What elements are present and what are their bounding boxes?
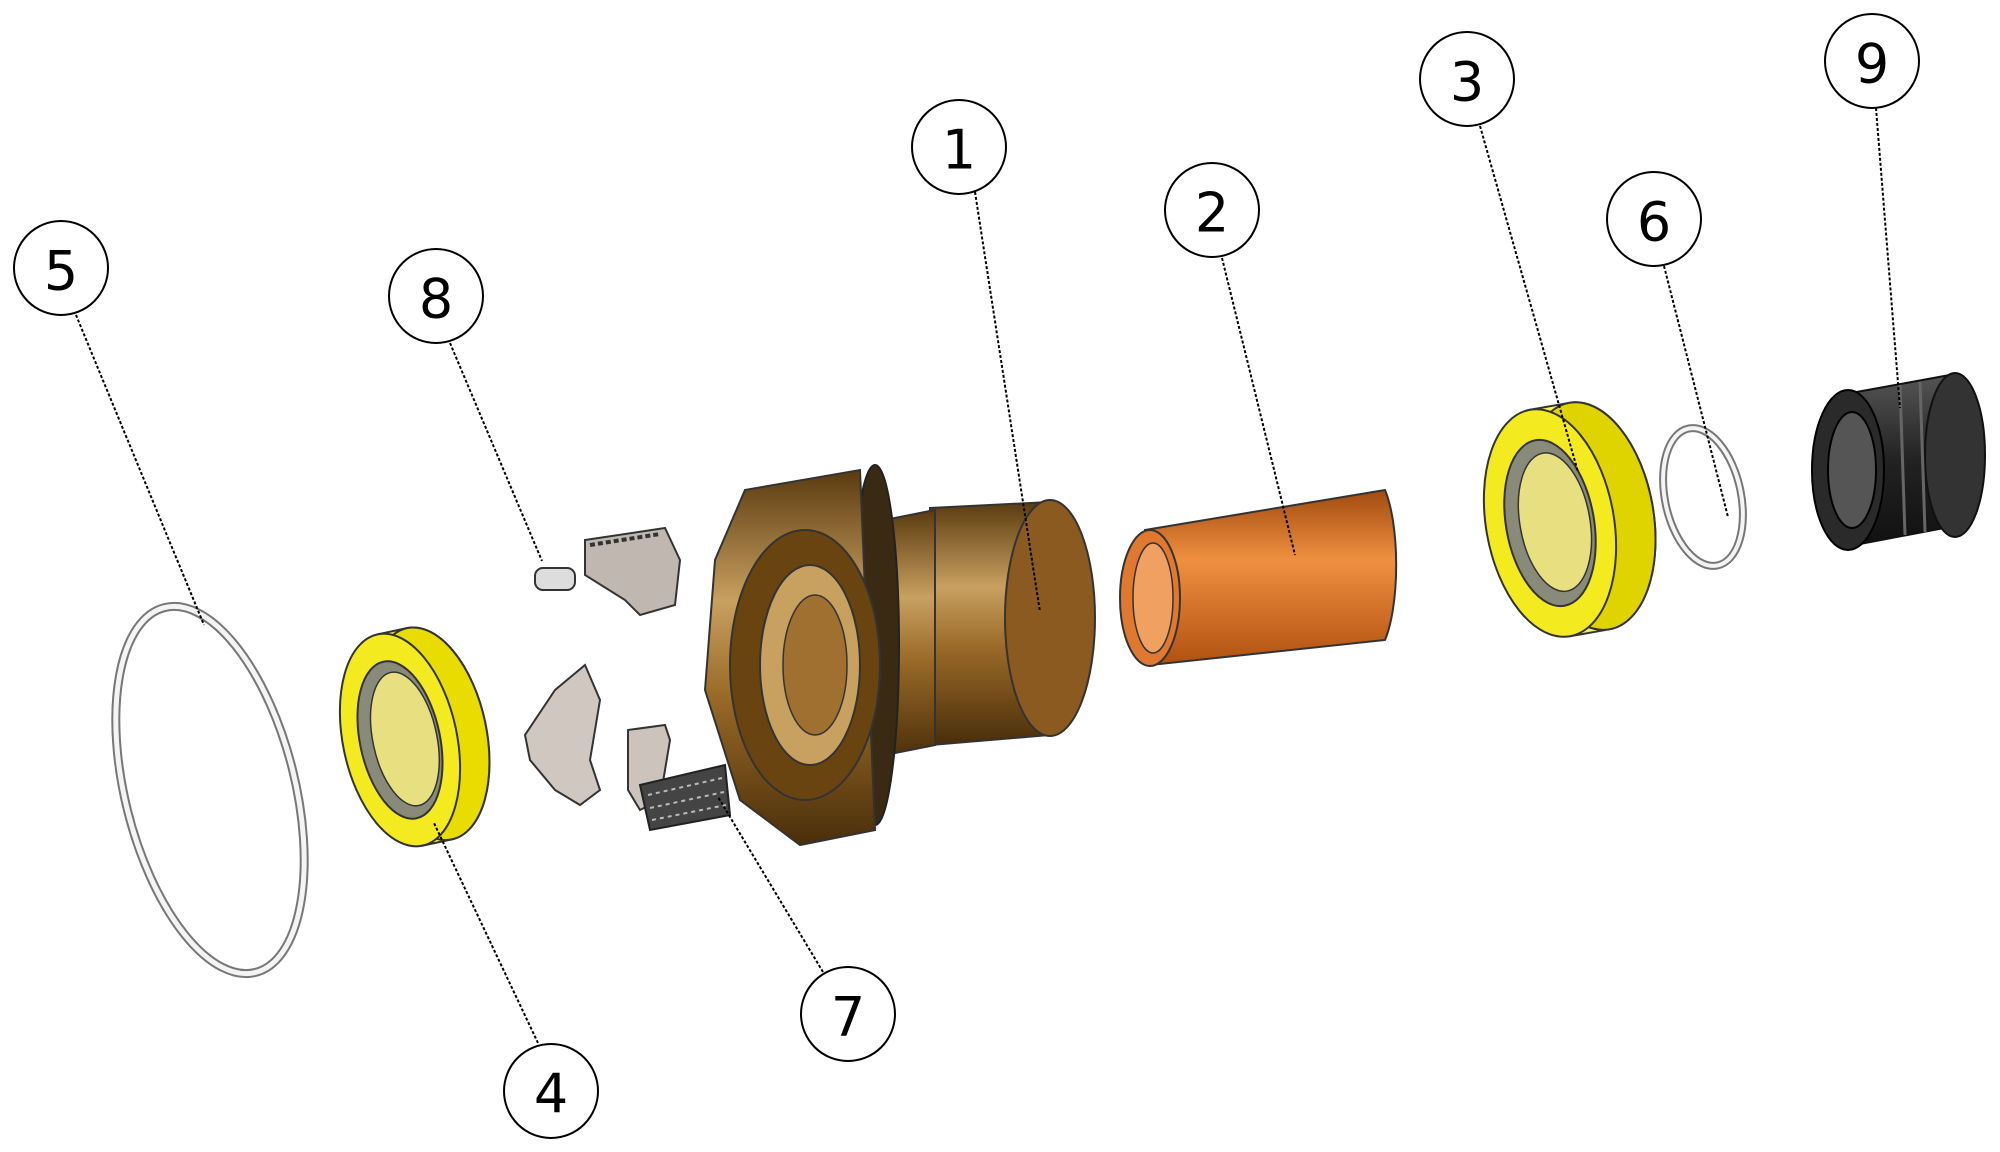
leader-line-2 <box>1221 257 1296 556</box>
callout-1: 1 <box>911 99 1007 195</box>
callout-6: 6 <box>1606 171 1702 267</box>
callout-label-3: 3 <box>1450 51 1484 114</box>
part-1-freehub-body <box>703 464 1096 847</box>
callout-label-2: 2 <box>1195 182 1229 245</box>
leader-line-8 <box>449 342 543 562</box>
part-5-large-seal-ring <box>111 601 309 979</box>
leader-line-5 <box>75 314 205 626</box>
part-4-bearing <box>338 626 491 848</box>
callout-8: 8 <box>388 248 484 344</box>
part-7-pawl-spring <box>523 663 732 832</box>
part-8-pawl <box>534 526 682 617</box>
leader-line-6 <box>1663 265 1729 518</box>
callout-label-9: 9 <box>1855 33 1889 96</box>
callout-label-5: 5 <box>44 240 78 303</box>
leader-line-4 <box>433 822 539 1044</box>
callout-label-8: 8 <box>419 268 453 331</box>
part-9-end-cap <box>1811 372 1986 551</box>
callout-2: 2 <box>1164 162 1260 258</box>
callout-label-1: 1 <box>942 119 976 182</box>
leader-lines <box>75 107 1901 1044</box>
callout-7: 7 <box>800 966 896 1062</box>
part-3-bearing <box>1482 401 1657 638</box>
callout-label-4: 4 <box>534 1063 568 1126</box>
part-2-sleeve <box>1119 488 1398 667</box>
callout-9: 9 <box>1824 13 1920 109</box>
callout-label-6: 6 <box>1637 191 1671 254</box>
part-6-small-seal-ring <box>1659 424 1747 570</box>
leader-line-1 <box>974 191 1041 613</box>
callout-4: 4 <box>503 1043 599 1139</box>
leader-line-7 <box>717 796 824 973</box>
leader-line-9 <box>1875 107 1901 409</box>
callout-3: 3 <box>1419 31 1515 127</box>
callout-label-7: 7 <box>831 986 865 1049</box>
callout-5: 5 <box>13 220 109 316</box>
